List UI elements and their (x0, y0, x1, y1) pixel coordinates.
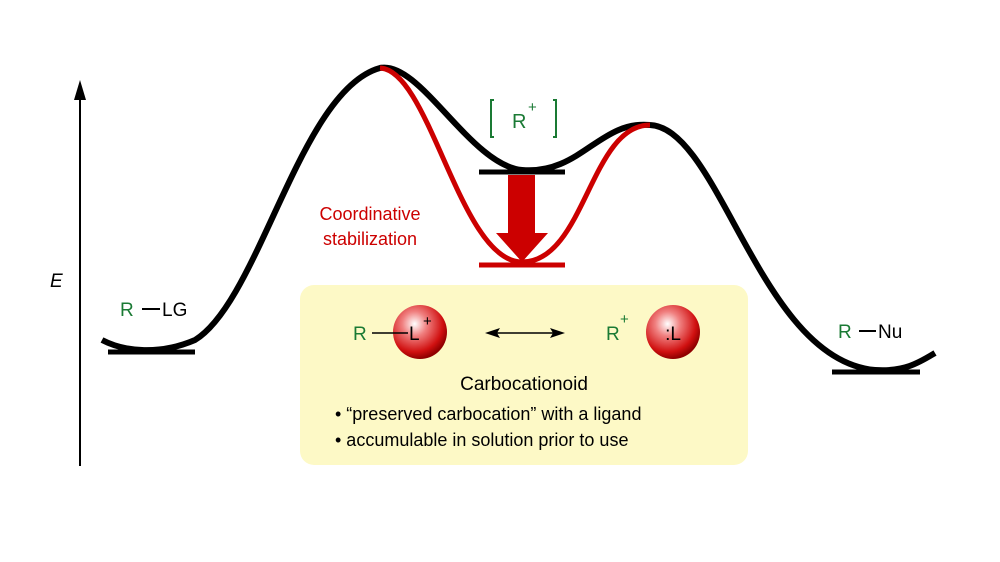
right-bracket (553, 99, 557, 138)
annotation-line1: Coordinative (319, 204, 420, 224)
intermediate-charge: + (528, 99, 537, 116)
axis-arrowhead (74, 80, 86, 100)
left-charge: + (423, 313, 432, 330)
left-r: R (353, 324, 367, 345)
right-l: :L (665, 324, 681, 345)
bullet-2: • accumulable in solution prior to use (335, 430, 628, 450)
box-title: Carbocationoid (460, 374, 588, 395)
left-l: L (409, 324, 420, 345)
ligand-sphere-right (646, 305, 700, 359)
resonance-arrowhead-right (550, 328, 565, 338)
ligand-sphere-left (393, 305, 447, 359)
reactant-lg: LG (162, 300, 187, 321)
axis-label-e: E (50, 271, 63, 292)
resonance-arrowhead-left (485, 328, 500, 338)
product-nu: Nu (878, 322, 902, 343)
stabilization-arrow (496, 175, 548, 262)
reactant-r: R (120, 300, 134, 321)
product-r: R (838, 322, 852, 343)
right-r: R (606, 324, 620, 345)
right-charge: + (620, 311, 629, 328)
intermediate-r: R (512, 111, 526, 133)
left-bracket (490, 99, 494, 138)
reaction-pathway-red (379, 65, 651, 265)
bullet-1: • “preserved carbocation” with a ligand (335, 404, 641, 424)
annotation-line2: stabilization (323, 229, 417, 249)
